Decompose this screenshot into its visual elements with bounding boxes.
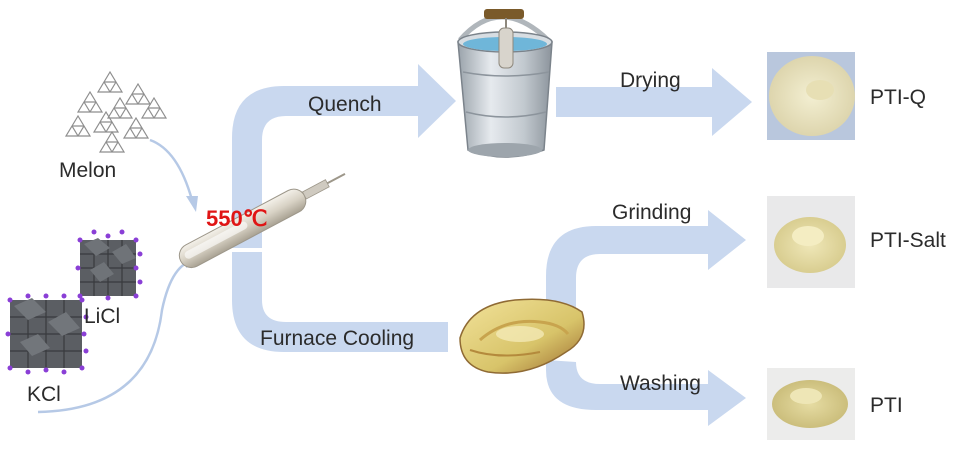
washing-label: Washing — [620, 372, 701, 395]
sealed-ampoule-icon — [178, 172, 346, 269]
quench-label: Quench — [308, 93, 382, 116]
drying-flow-arrow — [556, 68, 752, 136]
kcl-label: KCl — [27, 383, 61, 406]
pti-label: PTI — [870, 394, 903, 417]
furnace-cooling-label: Furnace Cooling — [260, 327, 415, 350]
pti-salt-photo — [767, 196, 855, 288]
pti-q-photo — [767, 52, 855, 140]
melon-input-arrow — [149, 138, 194, 201]
grinding-flow-arrow — [546, 210, 746, 312]
drying-label: Drying — [620, 69, 681, 92]
temperature-label: 550℃ — [206, 206, 268, 231]
kcl-crystal-icon — [5, 293, 89, 375]
melon-label: Melon — [59, 159, 117, 182]
cooled-product-chunk-icon — [459, 298, 585, 374]
pti-q-label: PTI-Q — [870, 86, 926, 109]
ice-bucket-icon — [457, 9, 553, 158]
furnace-flow-arrow — [232, 252, 448, 352]
pti-salt-label: PTI-Salt — [870, 229, 946, 252]
salt-input-arrow — [37, 258, 197, 414]
melon-arrowhead — [186, 196, 198, 212]
pti-photo — [767, 368, 855, 440]
grinding-label: Grinding — [612, 201, 692, 224]
licl-label: LiCl — [84, 305, 121, 328]
melon-structure-icon — [64, 70, 168, 153]
quench-flow-arrow — [232, 64, 456, 248]
washing-flow-arrow — [546, 360, 746, 426]
licl-crystal-icon — [75, 229, 143, 301]
